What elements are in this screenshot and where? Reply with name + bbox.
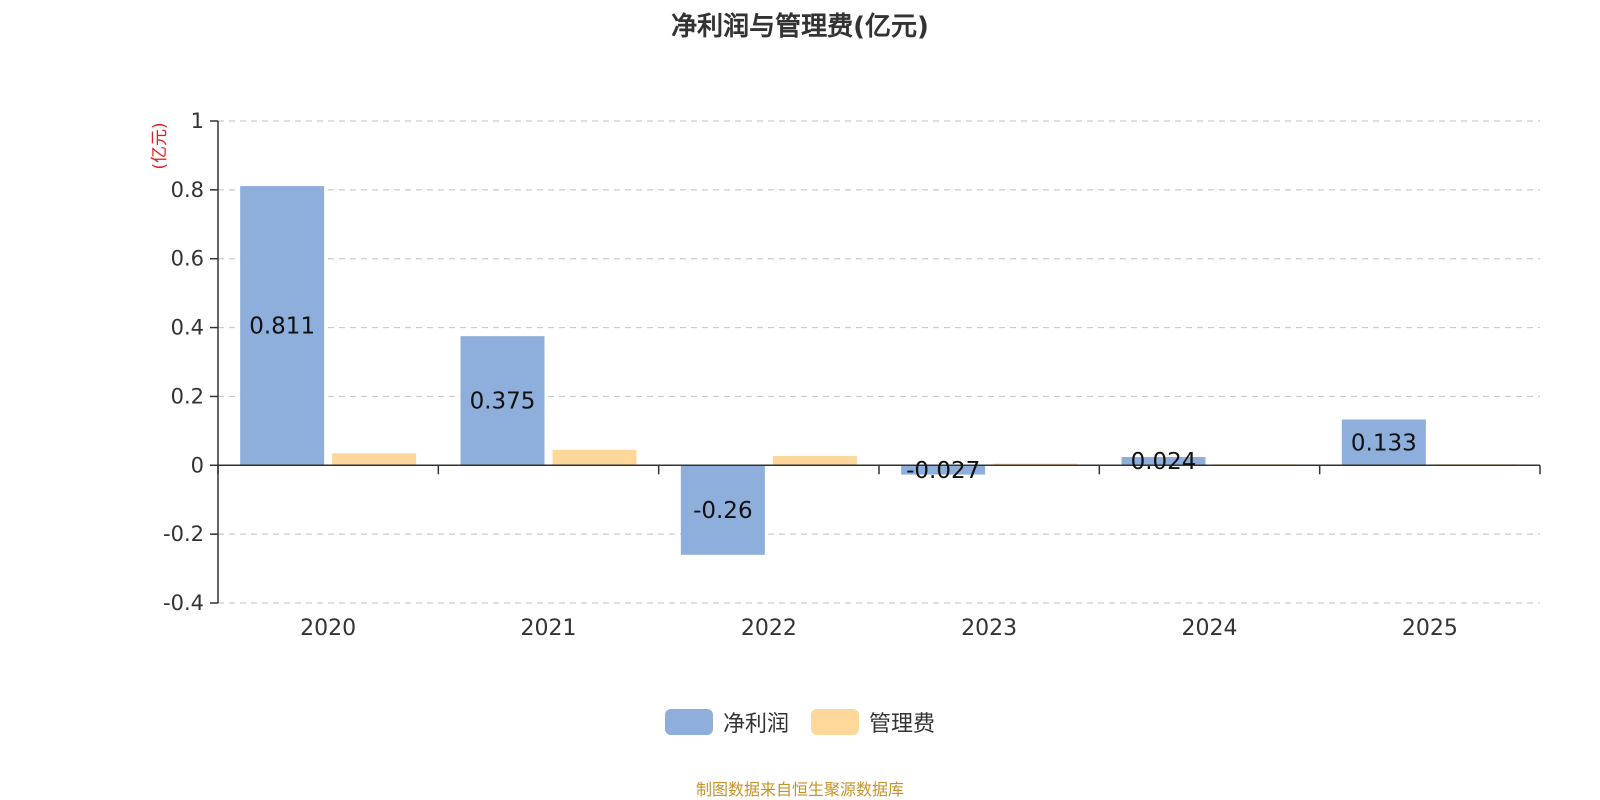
legend-item-management-fee[interactable]: 管理费	[811, 706, 935, 738]
legend-item-net-profit[interactable]: 净利润	[664, 706, 789, 738]
legend: 净利润 管理费	[0, 706, 1600, 738]
y-tick-label: 0.4	[171, 316, 204, 340]
source-note: 制图数据来自恒生聚源数据库	[695, 780, 904, 799]
bar-net-profit-2021[interactable]	[460, 336, 545, 466]
y-axis-unit-label: (亿元)	[150, 122, 170, 169]
legend-swatch-management-fee	[811, 709, 859, 735]
data-label-net-profit: 0.024	[1131, 449, 1197, 475]
bar-management-fee-2021[interactable]	[552, 449, 637, 466]
bars	[240, 186, 1518, 555]
x-tick-label: 2023	[961, 616, 1017, 641]
x-tick-label: 2021	[521, 616, 577, 641]
x-tick-label: 2022	[741, 616, 797, 641]
data-label-net-profit: 0.133	[1351, 430, 1417, 456]
bar-management-fee-2020[interactable]	[332, 453, 417, 466]
bar-net-profit-2024[interactable]	[1121, 457, 1206, 466]
bar-net-profit-2025[interactable]	[1341, 419, 1426, 466]
data-label-net-profit: -0.027	[906, 458, 980, 484]
legend-label-management-fee: 管理费	[869, 712, 936, 737]
legend-swatch-net-profit	[664, 709, 713, 735]
data-label-net-profit: 0.375	[470, 389, 536, 415]
x-tick-label: 2024	[1182, 616, 1238, 641]
chart-title: 净利润与管理费(亿元)	[671, 12, 929, 42]
bar-net-profit-2023[interactable]	[901, 465, 986, 475]
y-tick-label: 0.8	[171, 178, 204, 202]
y-tick-label: 0.2	[171, 384, 204, 408]
y-tick-label: 0	[191, 453, 204, 477]
y-tick-label: 0.6	[171, 247, 204, 271]
grid-lines	[218, 120, 1540, 604]
legend-label-net-profit: 净利润	[722, 712, 789, 737]
y-tick-label: 1	[191, 109, 204, 133]
bar-net-profit-2022[interactable]	[680, 465, 765, 555]
data-label-net-profit: 0.811	[249, 314, 315, 340]
data-label-net-profit: -0.26	[693, 498, 753, 524]
data-labels: 0.811 2020 0.375 2021 -0.26 2022 -0.027 2023 0.0…	[249, 314, 1458, 641]
bar-net-profit-2020[interactable]	[240, 186, 325, 466]
bar-management-fee-2023[interactable]	[993, 463, 1078, 466]
axes: 1 0.8 0.6 0.4 0.2 0 -0.2 -0.4 (亿元)	[150, 109, 1541, 615]
y-tick-label: -0.4	[163, 591, 204, 615]
y-tick-label: -0.2	[163, 522, 204, 546]
x-tick-label: 2020	[300, 616, 356, 641]
bar-management-fee-2022[interactable]	[772, 455, 857, 466]
x-tick-label: 2025	[1402, 616, 1458, 641]
